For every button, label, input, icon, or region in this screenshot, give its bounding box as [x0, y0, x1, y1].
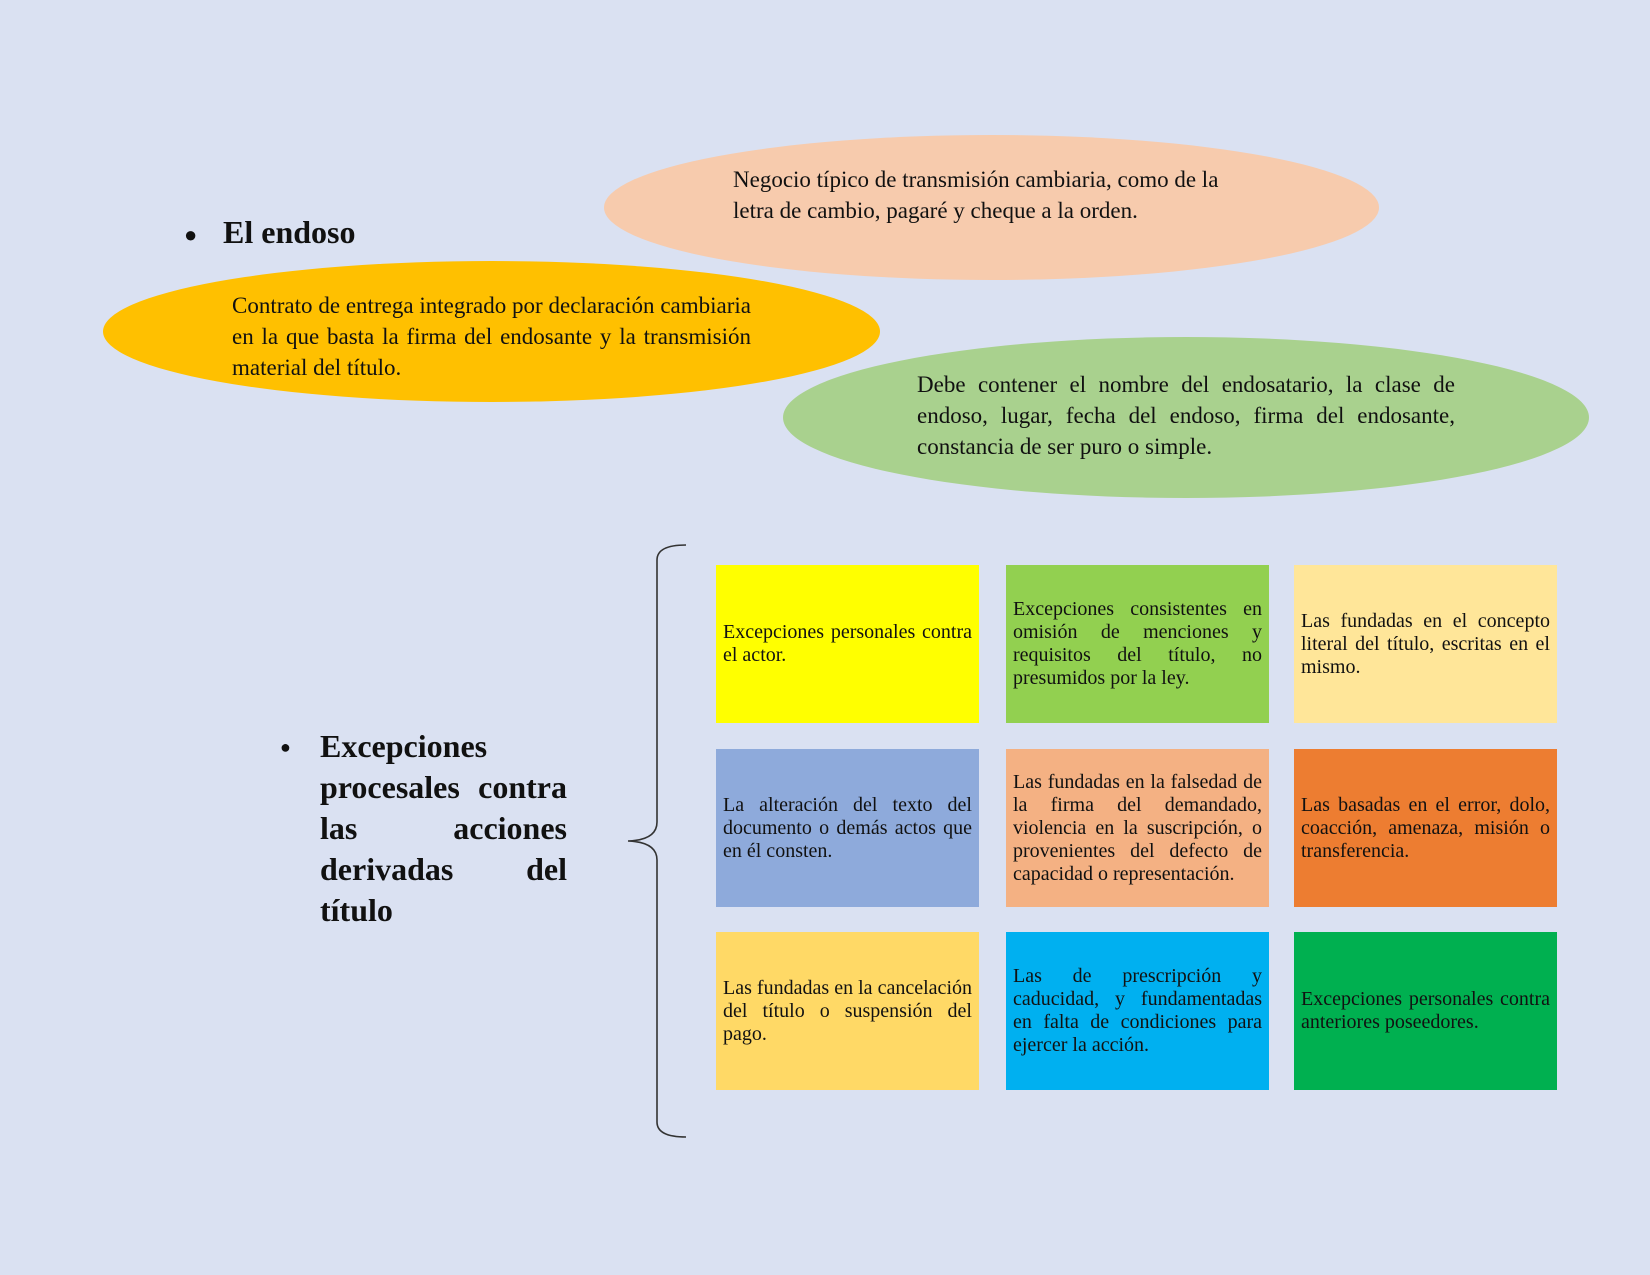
exception-box-text: Las fundadas en la falsedad de la firma … — [1013, 770, 1262, 885]
exception-box-text: Las fundadas en la cancelación del títul… — [723, 976, 972, 1045]
heading-el-endoso: El endoso — [223, 214, 356, 250]
exception-box: Excepciones consistentes en omisión de m… — [1006, 565, 1269, 723]
exception-box-text: Las de prescripción y caducidad, y funda… — [1013, 965, 1262, 1056]
ellipse-requisitos — [783, 337, 1589, 498]
exception-box-text: Las fundadas en el concepto literal del … — [1301, 609, 1550, 678]
exception-box: Las fundadas en la cancelación del títul… — [716, 932, 979, 1090]
exception-box-text: Excepciones consistentes en omisión de m… — [1013, 598, 1262, 689]
bullet-icon: ● — [184, 222, 198, 247]
exception-box: Excepciones personales contra el actor. — [716, 565, 979, 723]
heading-excepciones: Excepciones procesales contra las accion… — [320, 728, 567, 928]
exception-box-text: Excepciones personales contra el actor. — [723, 621, 972, 666]
ellipse-negocio-text: Negocio típico de transmisión cambiaria,… — [733, 167, 1219, 223]
exception-box-text: Excepciones personales contra anteriores… — [1301, 988, 1550, 1033]
exception-box-text: La alteración del texto del documento o … — [723, 793, 972, 862]
ellipse-contrato — [103, 261, 880, 402]
exception-box-text: Las basadas en el error, dolo, coacción,… — [1301, 793, 1550, 862]
ellipse-requisitos-text: Debe contener el nombre del endosatario,… — [917, 372, 1455, 459]
curly-brace-icon — [627, 544, 687, 1138]
exception-box: Las fundadas en la falsedad de la firma … — [1006, 749, 1269, 907]
exception-box: Las fundadas en el concepto literal del … — [1294, 565, 1557, 723]
exception-box: Las de prescripción y caducidad, y funda… — [1006, 932, 1269, 1090]
ellipse-negocio — [604, 135, 1379, 280]
exception-box: Excepciones personales contra anteriores… — [1294, 932, 1557, 1090]
exception-box: Las basadas en el error, dolo, coacción,… — [1294, 749, 1557, 907]
ellipse-contrato-text: Contrato de entrega integrado por declar… — [232, 293, 751, 376]
bullet-icon: ● — [280, 737, 291, 757]
exception-box: La alteración del texto del documento o … — [716, 749, 979, 907]
